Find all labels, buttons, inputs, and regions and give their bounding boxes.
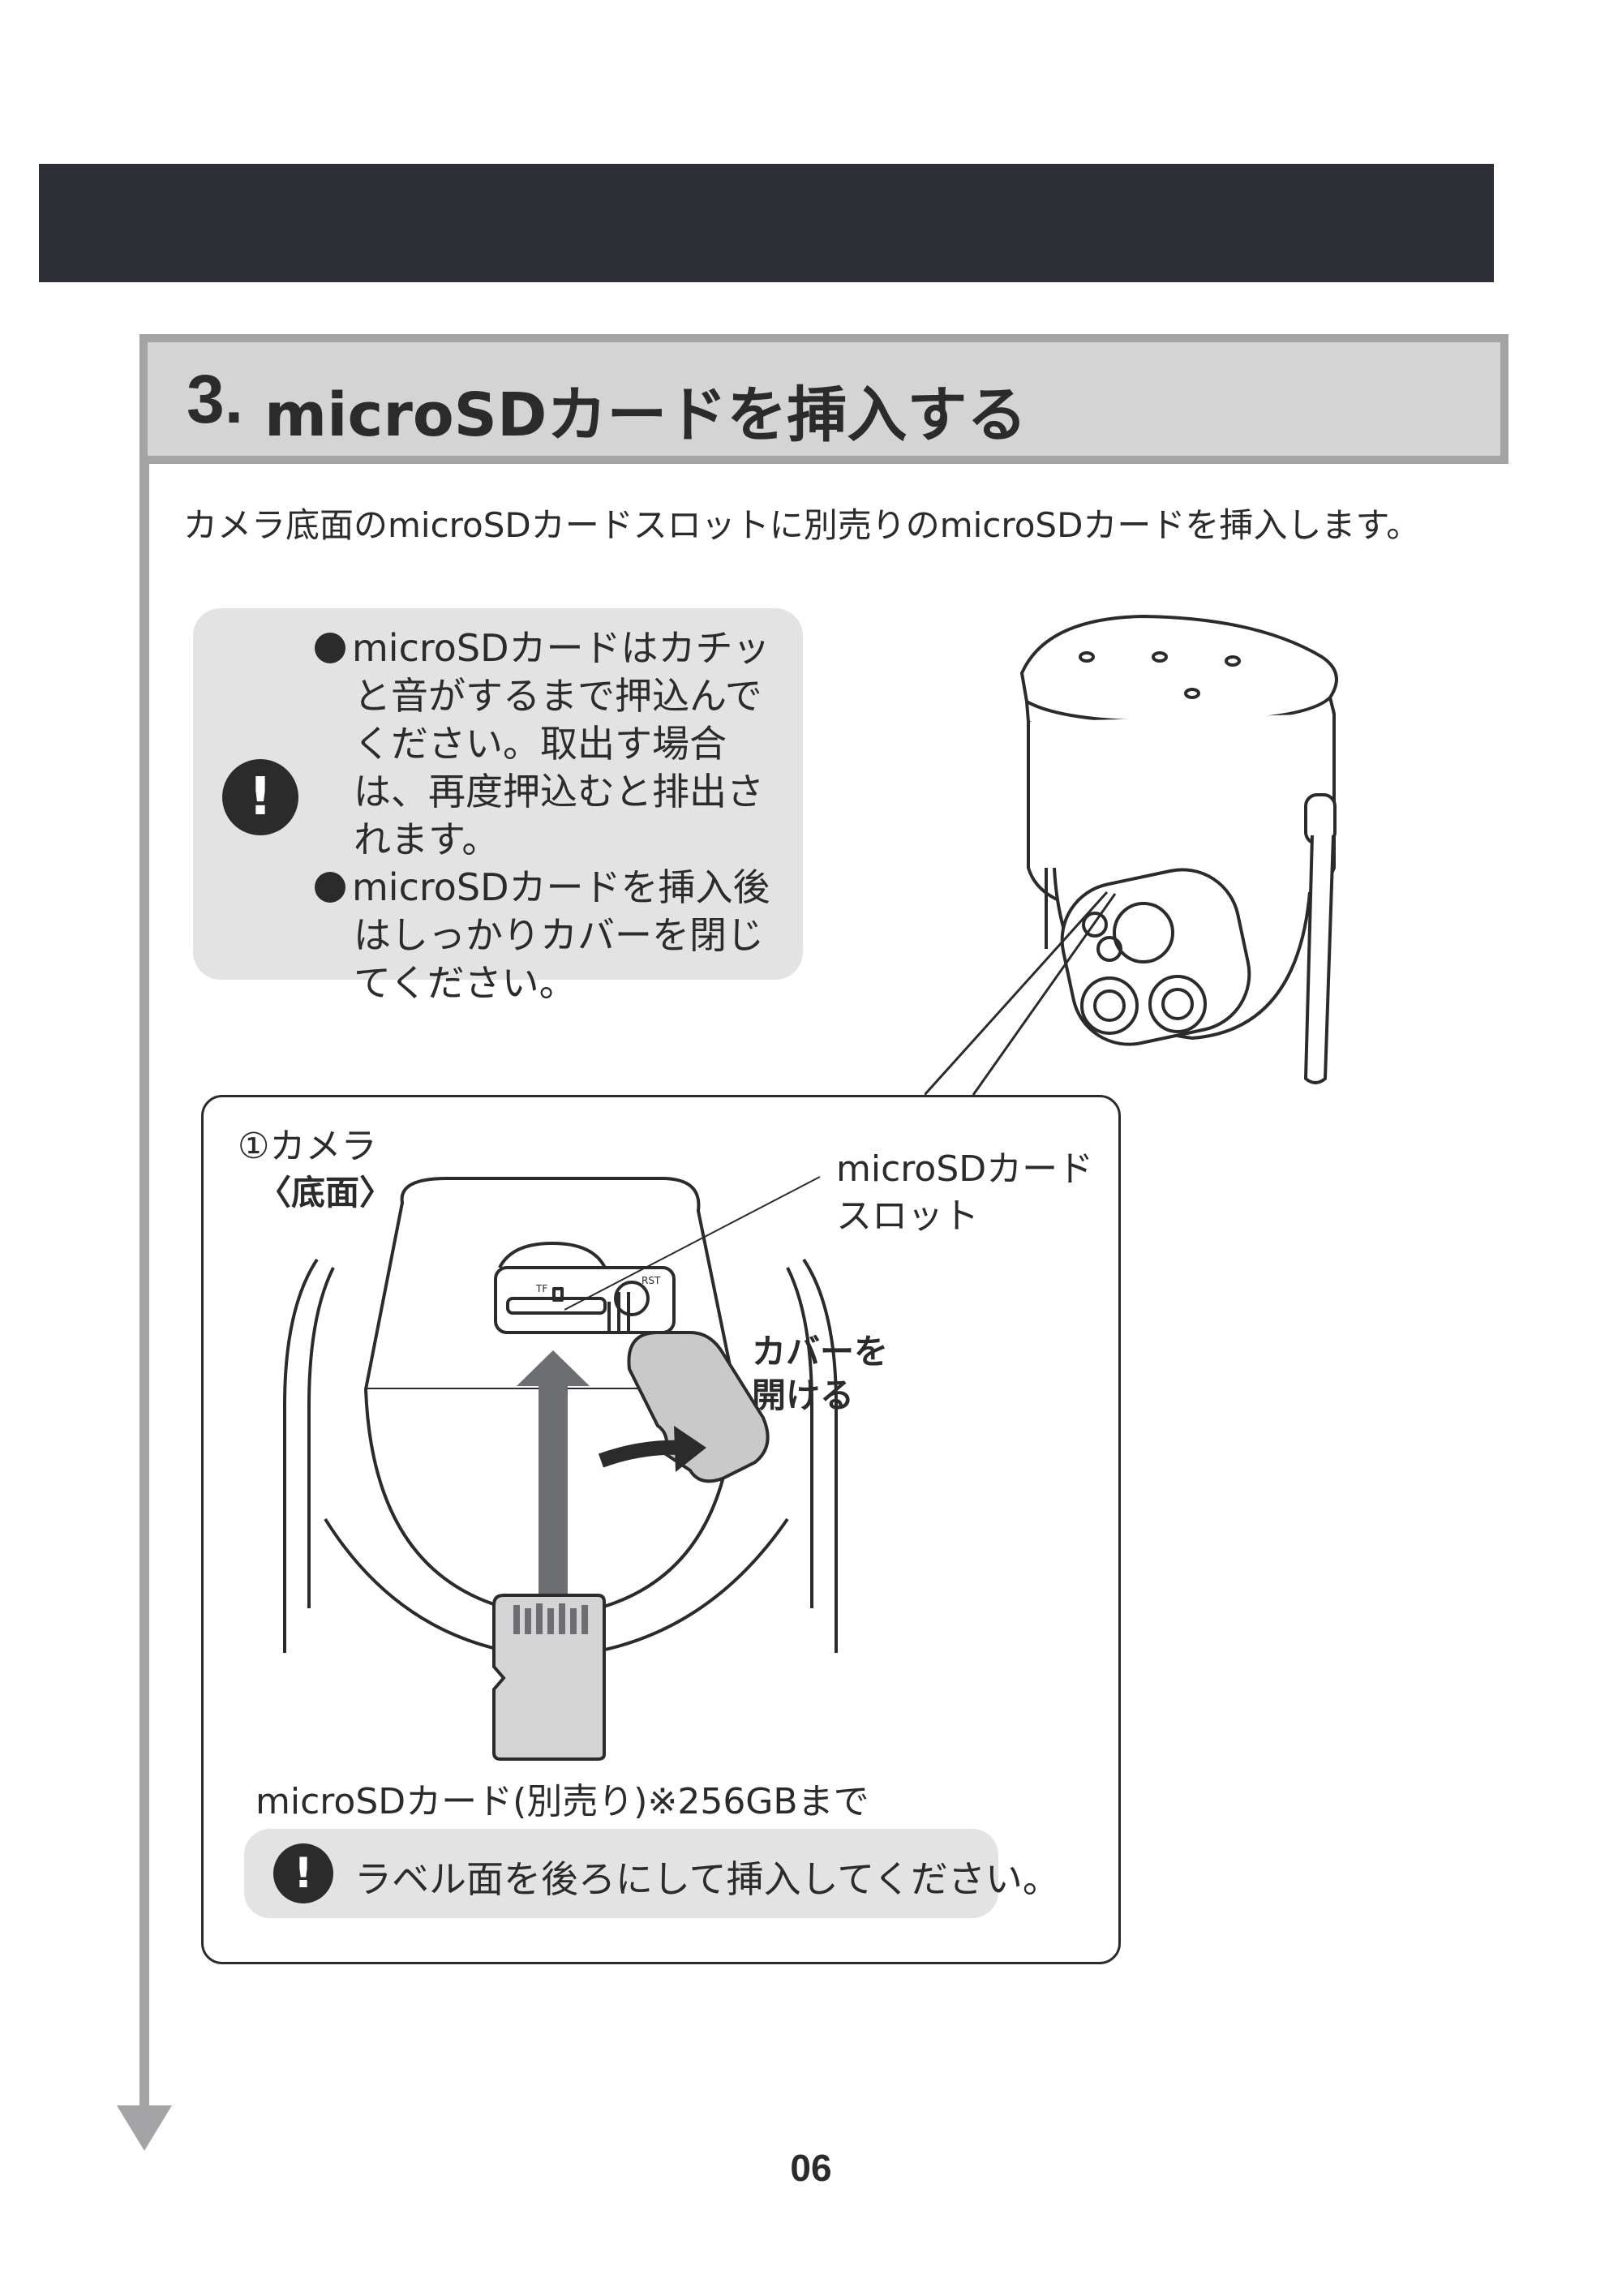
detail-box: ①カメラ 〈底面〉 microSDカード スロット カバーを 開ける TF RS… [201, 1095, 1121, 1964]
page-number: 06 [790, 2147, 832, 2189]
caution-text: microSDカードはカチッと音がするまで押込んでください。取出す場合は、再度押… [315, 624, 787, 1007]
caution-item: microSDカードを挿入後はしっかりカバーを閉じてください。 [315, 864, 787, 1007]
header-bar [39, 164, 1494, 282]
cover-label-line1: カバーを [752, 1332, 889, 1371]
slot-label-line2: スロット [836, 1195, 979, 1237]
slot-label-line1: microSDカード [836, 1148, 1094, 1190]
slot-marking-tf: TF [535, 1283, 547, 1294]
caution-item: microSDカードはカチッと音がするまで押込んでください。取出す場合は、再度押… [315, 624, 787, 864]
section-title: microSDカードを挿入する [264, 380, 1028, 450]
section-header: 3. microSDカードを挿入する [139, 334, 1508, 464]
flow-line [139, 456, 149, 2110]
section-number: 3. [187, 361, 244, 437]
microsd-card-icon [492, 1594, 606, 1761]
intro-text: カメラ底面のmicroSDカードスロットに別売りのmicroSDカードを挿入しま… [183, 505, 1421, 545]
exclamation-icon: ! [273, 1843, 333, 1903]
camera-label: ①カメラ [238, 1126, 377, 1167]
bullet-dot-icon [315, 633, 345, 663]
bullet-dot-icon [315, 872, 345, 903]
warning-box: ! ラベル面を後ろにして挿入してください。 [244, 1829, 1060, 1918]
flow-arrow-icon [117, 2105, 172, 2151]
exclamation-icon: ! [222, 759, 298, 835]
view-label: 〈底面〉 [257, 1173, 394, 1212]
camera-illustration [925, 615, 1338, 1097]
slot-marking-rst: RST [642, 1275, 661, 1286]
card-label: microSDカード(別売り)※256GBまで [255, 1781, 869, 1822]
bottom-view-illustration: TF RST [283, 1176, 838, 1659]
warning-text: ラベル面を後ろにして挿入してください。 [354, 1857, 1060, 1901]
caution-box: ! microSDカードはカチッと音がするまで押込んでください。取出す場合は、再… [193, 608, 803, 1005]
